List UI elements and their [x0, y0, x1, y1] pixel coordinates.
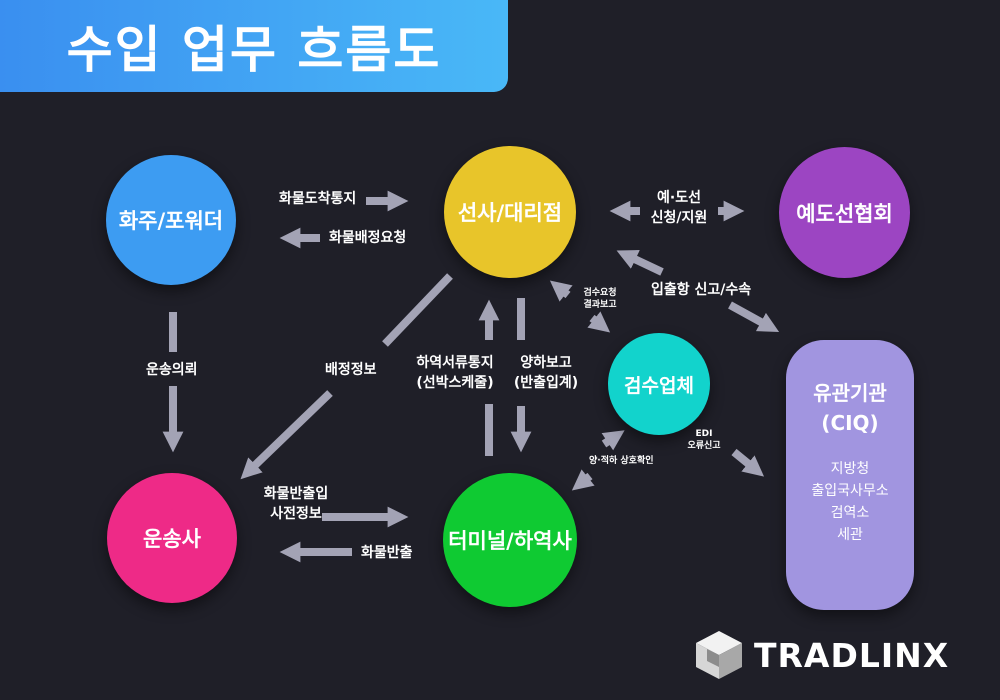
ciq-agency-item: 출입국사무소: [811, 483, 889, 499]
label-unloading-report: 양하보고 (반출입계): [506, 353, 586, 393]
label-line: 신청/지원: [650, 210, 708, 226]
arrow-mutual-up: [601, 430, 625, 451]
node-label: 선사/대리점: [457, 201, 563, 225]
label-pre-info: 화물반출입 사전정보: [256, 484, 336, 524]
ciq-agency-list: 지방청 출입국사무소 검역소 세관: [786, 458, 914, 546]
arrow-inspection-down: [587, 311, 611, 333]
node-label: 예도선협회: [796, 201, 893, 226]
label-line: 화물반출입: [263, 486, 329, 502]
node-terminal-stevedore: 터미널/하역사: [443, 473, 577, 607]
arrow-allocation-info-top: [382, 273, 453, 347]
arrow-mutual-down: [571, 469, 595, 491]
logo-text: TRADLINX: [754, 635, 950, 675]
title-banner: 수입 업무 흐름도: [0, 0, 508, 92]
label-line: 하역서류통지: [416, 355, 494, 371]
label-allocation-request: 화물배정요청: [329, 230, 407, 246]
label-transport-request: 운송의뢰: [146, 362, 198, 378]
label-arrival-notice: 화물도착통지: [279, 191, 357, 207]
ciq-title: 유관기관 (CIQ): [786, 378, 914, 438]
label-line: 결과보고: [583, 300, 617, 310]
node-ciq-agencies: 유관기관 (CIQ) 지방청 출입국사무소 검역소 세관: [786, 340, 914, 610]
label-line: 사전정보: [270, 506, 322, 522]
tradlinx-logo: TRADLINX: [694, 628, 949, 682]
label-line: 양하보고: [520, 355, 572, 371]
label-allocation-info: 배정정보: [325, 362, 377, 378]
arrow-inspection-up: [549, 280, 573, 302]
label-inspection-request: 검수요청 결과보고: [578, 287, 622, 311]
arrow-allocation-info-bottom: [240, 390, 333, 480]
page-title: 수입 업무 흐름도: [66, 21, 442, 79]
label-edi-report: EDI 오류신고: [684, 428, 724, 452]
label-line: (반출입계): [513, 375, 579, 391]
label-cargo-out: 화물반출: [361, 545, 413, 561]
node-transport-company: 운송사: [107, 473, 237, 603]
ciq-title-line1: 유관기관: [813, 381, 887, 405]
node-label: 운송사: [143, 527, 201, 551]
label-line: EDI: [695, 429, 713, 439]
node-label: 터미널/하역사: [448, 529, 572, 553]
node-shipper-forwarder: 화주/포워더: [106, 155, 236, 285]
node-label: 화주/포워더: [118, 209, 224, 233]
node-carrier-agent: 선사/대리점: [444, 146, 576, 278]
cube-logo-icon: [696, 631, 742, 679]
node-inspection-company: 검수업체: [608, 333, 710, 435]
arrow-port-report-down: [728, 301, 780, 333]
ciq-agency-item: 검역소: [830, 505, 870, 521]
label-port-report: 입출항 신고/수속: [651, 282, 752, 298]
ciq-title-line2: (CIQ): [821, 411, 879, 435]
arrow-port-report-up: [616, 250, 664, 276]
label-line: 검수요청: [583, 288, 617, 298]
ciq-agency-item: 세관: [837, 527, 863, 543]
label-line: (선박스케줄): [416, 375, 494, 391]
label-line: 예·도선: [657, 190, 701, 206]
label-mutual-check: 양·적하 상호확인: [589, 456, 654, 466]
label-unloading-notice: 하역서류통지 (선박스케줄): [408, 353, 502, 393]
node-pilot-association: 예도선협회: [779, 147, 910, 278]
arrow-edi: [731, 448, 765, 477]
label-pilot-request: 예·도선 신청/지원: [646, 188, 712, 228]
node-label: 검수업체: [624, 374, 694, 397]
label-line: 오류신고: [687, 441, 721, 451]
ciq-agency-item: 지방청: [830, 461, 870, 477]
